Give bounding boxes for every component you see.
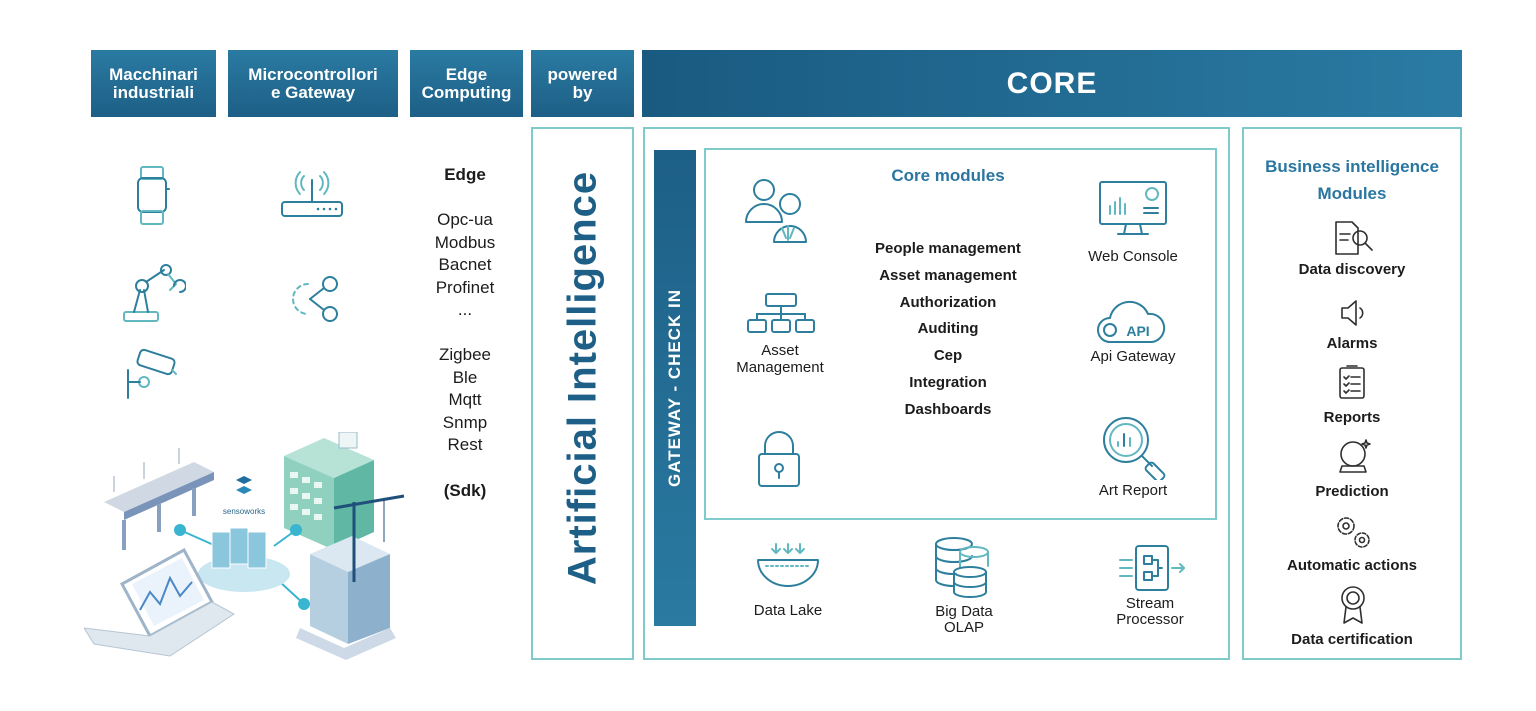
protocol-list-b: Zigbee Ble Mqtt Snmp Rest (410, 344, 520, 457)
gears-icon (1332, 512, 1374, 550)
core-module-item: Asset management (879, 266, 1017, 284)
core-panel (643, 127, 1230, 660)
bi-item-automatic-actions: Automatic actions (1286, 557, 1418, 574)
core-module-item: Auditing (917, 320, 979, 338)
ai-label-box: Artificial Intelligence (557, 147, 609, 609)
web-console-label: Web Console (1088, 248, 1178, 265)
smart-city-illustration: sensoworks (84, 432, 414, 664)
lock-icon (755, 428, 803, 490)
gateway-bar: GATEWAY - CHECK IN (654, 150, 696, 626)
database-icon (932, 536, 992, 598)
robot-arm-icon (120, 260, 186, 324)
router-icon (278, 166, 346, 222)
asset-management-label: Asset Management (736, 342, 824, 376)
header-microcontrollers: Microcontrollori e Gateway (228, 50, 398, 117)
bi-item-data-certification: Data certification (1291, 631, 1413, 648)
header-machines: Macchinari industriali (91, 50, 216, 117)
gateway-label: GATEWAY - CHECK IN (665, 288, 684, 488)
core-module-item: Cep (933, 347, 963, 365)
bi-title: Business intelligence Modules (1265, 157, 1439, 203)
people-icon (742, 176, 816, 244)
api-gateway-label: Api Gateway (1090, 348, 1176, 365)
protocol: Modbus (434, 232, 496, 252)
core-module-item: People management (875, 240, 1021, 257)
protocol-list-a: Opc-ua Modbus Bacnet Profinet ... (410, 209, 520, 322)
stream-processor-label: Stream Processor (1116, 595, 1184, 628)
protocol: Snmp (442, 412, 488, 432)
core-module-item: Dashboards (904, 400, 992, 418)
big-data-label: Big Data OLAP (935, 603, 993, 636)
header-edge-computing: Edge Computing (410, 50, 523, 117)
bi-item-reports: Reports (1323, 409, 1381, 426)
ai-panel (531, 127, 634, 660)
bi-item-prediction: Prediction (1315, 483, 1389, 500)
share-network-icon (286, 274, 342, 324)
protocol: Rest (447, 435, 483, 454)
smartwatch-icon (133, 165, 173, 227)
bi-item-alarms: Alarms (1326, 335, 1378, 352)
monitor-icon (1096, 178, 1170, 238)
header-powered-by: powered by (531, 50, 634, 117)
bi-item-data-discovery: Data discovery (1298, 261, 1406, 278)
protocol: Bacnet (438, 255, 492, 274)
protocol: Ble (452, 367, 478, 387)
protocol: Profinet (435, 277, 495, 297)
core-modules-list: People management Asset management Autho… (848, 236, 1048, 424)
protocol: Opc-ua (437, 210, 493, 229)
security-camera-icon (124, 348, 182, 400)
protocol: Zigbee (439, 345, 491, 364)
ai-label: Artificial Intelligence (560, 170, 605, 586)
api-badge-text: API (1126, 323, 1149, 339)
core-module-item: Authorization (899, 293, 997, 311)
core-modules-panel (704, 148, 1217, 520)
edge-title: Edge (444, 165, 486, 184)
crystal-ball-icon (1334, 438, 1372, 474)
header-core: CORE (642, 50, 1462, 117)
magnifier-chart-icon (1100, 414, 1170, 480)
protocol: Mqtt (448, 390, 482, 409)
document-search-icon (1330, 220, 1376, 256)
core-module-item: Integration (909, 373, 987, 391)
stream-processor-icon (1118, 544, 1186, 592)
art-report-label: Art Report (1098, 482, 1168, 499)
bi-panel (1242, 127, 1462, 660)
sdk-label: (Sdk) (443, 481, 487, 500)
data-lake-icon (756, 542, 820, 588)
sensoworks-logo-text: sensoworks (223, 507, 265, 516)
protocol: ... (457, 300, 473, 319)
data-lake-label: Data Lake (753, 602, 823, 619)
certificate-ribbon-icon (1336, 584, 1370, 626)
speaker-icon (1338, 298, 1368, 328)
checklist-icon (1338, 364, 1366, 400)
hierarchy-icon (746, 292, 816, 336)
core-modules-title: Core modules (891, 166, 1005, 185)
cloud-api-icon: API (1094, 298, 1168, 346)
